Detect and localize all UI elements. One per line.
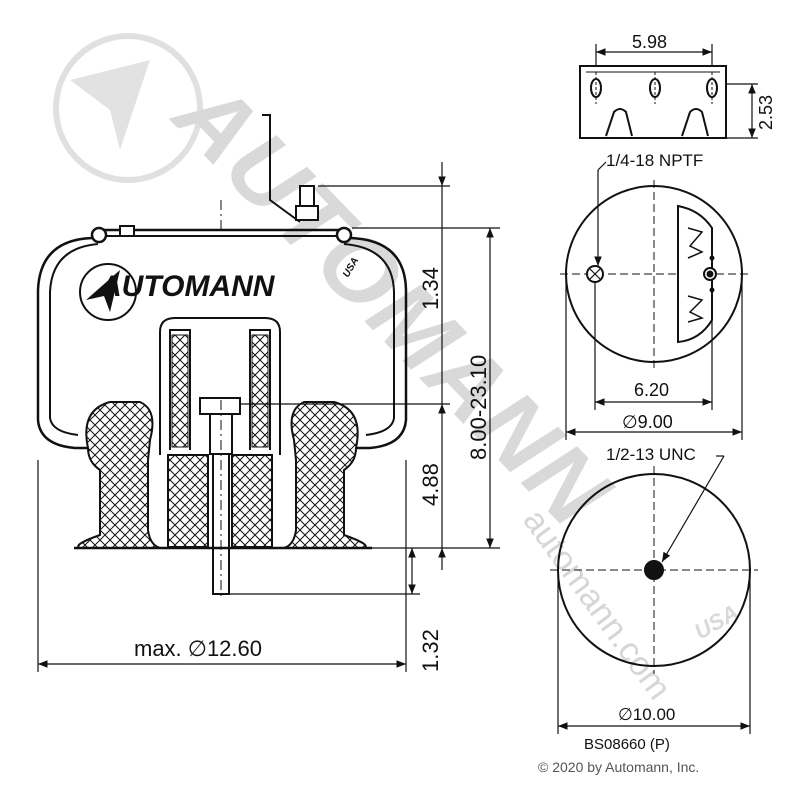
dim-max-diameter: max. ∅12.60 [134, 636, 262, 661]
dim-top-plate-height: 2.53 [756, 95, 776, 130]
bottom-view-dimension-lines [557, 455, 751, 734]
side-view-dimension-lines [37, 162, 500, 672]
bottom-view [550, 466, 758, 674]
dim-stud-spacing: 6.20 [634, 380, 669, 400]
dim-height-mid: 4.88 [418, 463, 443, 506]
logo-text: AUTOMANN [99, 270, 276, 303]
copyright-notice: © 2020 by Automann, Inc. [538, 759, 700, 775]
dim-bottom-diameter: ∅10.00 [618, 705, 675, 724]
dim-top-diameter: ∅9.00 [622, 412, 673, 432]
dim-height-top: 1.34 [418, 267, 443, 310]
dim-port-thread: 1/4-18 NPTF [606, 151, 703, 170]
air-spring-side-view [36, 114, 408, 598]
top-view [560, 180, 748, 368]
top-plate-side-view [579, 65, 727, 139]
top-view-dimension-lines [565, 161, 743, 440]
dim-top-plate-width: 5.98 [632, 32, 667, 52]
dim-bottom-thread: 1/2-13 UNC [606, 445, 696, 464]
dim-height-bottom: 1.32 [418, 629, 443, 672]
dim-height-range: 8.00-23.10 [466, 355, 491, 460]
watermark-logo-icon [53, 33, 203, 183]
top-plate-dimension-lines [595, 44, 758, 139]
part-number: BS08660 (P) [584, 736, 670, 753]
